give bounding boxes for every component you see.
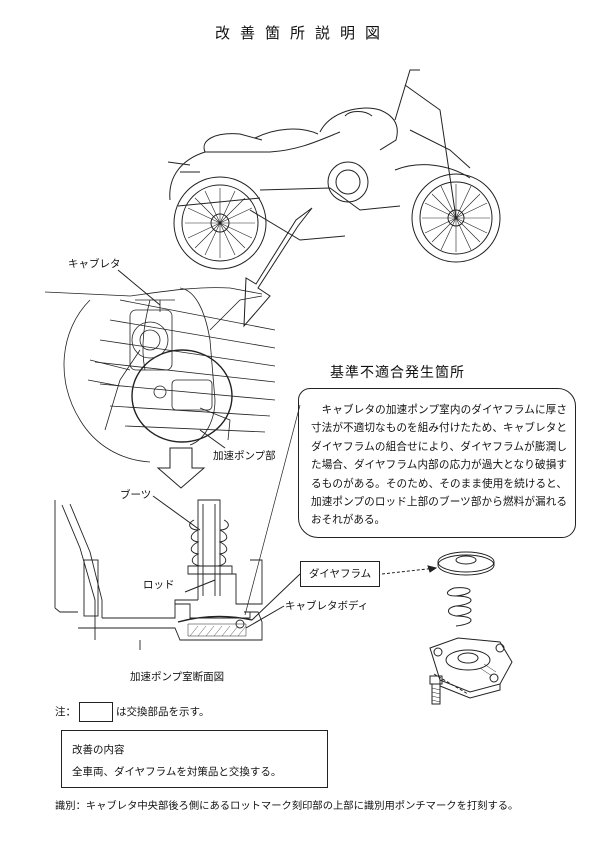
pump-callout-circle — [131, 349, 233, 443]
diaphragm-part — [437, 551, 495, 576]
motorcycle-illustration — [167, 69, 501, 270]
note-line: 注： は交換部品を示す。 — [55, 702, 209, 722]
carburetor-detail-drawing — [44, 287, 276, 463]
improvement-box: 改善の内容 全車両、ダイヤフラムを対策品と交換する。 — [61, 730, 328, 788]
arrow-to-carburetor — [243, 207, 313, 328]
spring-part — [447, 587, 472, 627]
label-cross-section: 加速ポンプ室断面図 — [130, 671, 225, 683]
arrow-to-section — [156, 447, 206, 489]
identification-text: 識別：キャブレタ中央部後ろ側にあるロットマーク刻印部の上部に識別用ポンチマークを… — [55, 800, 519, 812]
label-rod: ロッド — [143, 579, 175, 591]
improvement-heading: 改善の内容 — [72, 744, 125, 756]
note-legend-box — [79, 702, 113, 722]
page-title: 改善箇所説明図 — [214, 24, 390, 42]
defect-heading: 基準不適合発生箇所 — [330, 365, 465, 381]
label-carburetor: キャブレタ — [68, 258, 121, 270]
label-carburetor-body: キャブレタボディ — [285, 600, 369, 612]
note-prefix: 注： — [55, 706, 76, 718]
label-boots: ブーツ — [120, 489, 152, 501]
pump-cross-section-drawing — [54, 499, 263, 650]
diaphragm-label-box: ダイヤフラム — [300, 561, 380, 587]
defect-explanation: キャブレタの加速ポンプ室内のダイヤフラムに厚さ寸法が不適切なものを組み付けたため… — [298, 388, 576, 538]
improvement-text: 全車両、ダイヤフラムを対策品と交換する。 — [72, 766, 282, 778]
note-suffix: は交換部品を示す。 — [116, 706, 210, 718]
pump-cover-part — [429, 637, 513, 699]
screw-part — [429, 675, 443, 705]
label-pump-section: 加速ポンプ部 — [213, 450, 276, 462]
